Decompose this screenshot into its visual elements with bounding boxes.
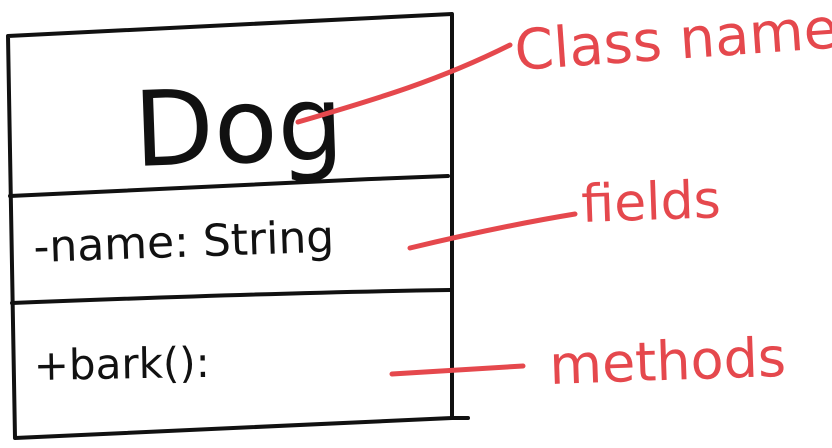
class-name-text: Dog: [132, 62, 346, 191]
class-name-annotation: Class name: [512, 0, 832, 84]
fields-annotation: fields: [580, 170, 721, 235]
class-box-top-divider: [8, 174, 450, 198]
class-name-pointer-line: [295, 42, 513, 125]
method-text: +bark():: [33, 338, 210, 390]
class-box-bottom-divider: [10, 288, 452, 305]
class-box: [6, 12, 470, 440]
methods-annotation: methods: [548, 326, 787, 397]
methods-pointer-line: [389, 363, 526, 377]
fields-pointer-line: [407, 211, 578, 251]
field-text: -name: String: [33, 212, 335, 273]
